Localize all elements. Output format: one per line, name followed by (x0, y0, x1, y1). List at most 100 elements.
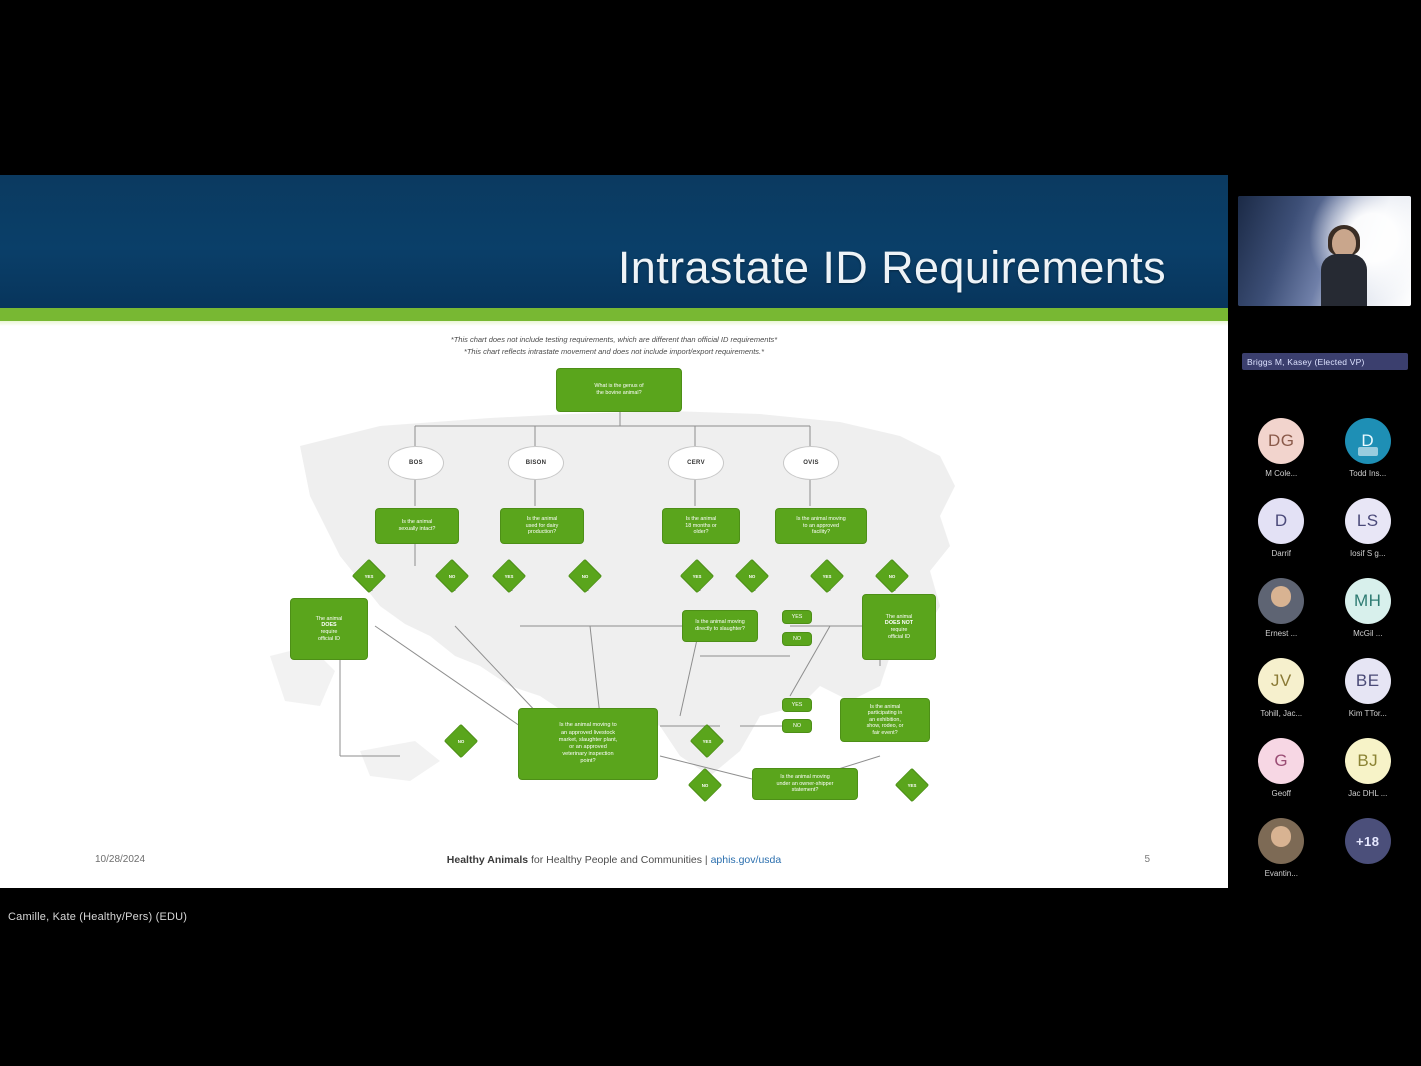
flow-oval-bos: BOS (388, 446, 444, 480)
us-map-background (270, 411, 955, 781)
participant-name: Tohill, Jac... (1260, 709, 1303, 718)
flow-result-does-not-require: The animal DOES NOT require official ID (862, 594, 936, 660)
participant-tile[interactable]: Evantin... (1238, 814, 1325, 894)
accent-stripe (0, 308, 1228, 321)
shared-screen-slide[interactable]: Intrastate ID Requirements *This chart d… (0, 175, 1228, 888)
participant-overflow-count: +18 (1344, 818, 1391, 864)
participant-name: Jac DHL ... (1348, 789, 1388, 798)
participant-initials-avatar: MH (1344, 578, 1391, 624)
result-no-line2: require (890, 627, 908, 633)
footer-separator: | (702, 854, 711, 866)
participant-tile[interactable]: MH McGil ... (1325, 574, 1412, 654)
flow-box-18-months: Is the animal 18 months or older? (662, 508, 740, 544)
flow-diamond-5: YES (679, 558, 715, 594)
slide-disclaimer: *This chart does not include testing req… (0, 334, 1228, 358)
flow-diamond-8: NO (874, 558, 910, 594)
flow-extra-diamond-2: YES (689, 723, 725, 759)
participant-tile[interactable]: DG M Cole... (1238, 414, 1325, 494)
participant-tile[interactable]: Ernest ... (1238, 574, 1325, 654)
participant-initials-avatar: BE (1344, 658, 1391, 704)
flow-oval-ovis: OVIS (783, 446, 839, 480)
presenter-name: Camille, Kate (Healthy/Pers) (EDU) (8, 911, 188, 923)
flow-diamond-2: NO (434, 558, 470, 594)
slide-header-band: Intrastate ID Requirements (0, 175, 1228, 308)
flow-extra-diamond-1: NO (443, 723, 479, 759)
result-yes-line2: require (320, 629, 338, 635)
flow-box-approved-market: Is the animal moving to an approved live… (518, 708, 658, 780)
self-video-tile[interactable] (1238, 196, 1411, 306)
flow-diamond-6-label: NO (748, 573, 756, 579)
person-head (1332, 229, 1357, 257)
flow-extra-diamond-4: YES (894, 767, 930, 803)
participant-tile[interactable]: LS Iosif S g... (1325, 494, 1412, 574)
footer-page-number: 5 (1144, 854, 1150, 865)
flow-diamond-1-label: YES (364, 573, 374, 579)
result-yes-bold: DOES (321, 622, 337, 629)
participant-name: Kim TTor... (1348, 709, 1387, 718)
participant-name: Geoff (1271, 789, 1291, 798)
participant-tile[interactable]: G Geoff (1238, 734, 1325, 814)
self-video-person (1321, 225, 1368, 306)
participant-initials-avatar: BJ (1344, 738, 1391, 784)
flow-oval-bison: BISON (508, 446, 564, 480)
participant-initials-avatar: D (1258, 498, 1305, 544)
slide-body: *This chart does not include testing req… (0, 326, 1228, 888)
flow-diamond-7: YES (809, 558, 845, 594)
presenter-name-bar: Camille, Kate (Healthy/Pers) (EDU) (0, 902, 1228, 932)
participant-tile[interactable]: +18 (1325, 814, 1412, 894)
footer-date: 10/28/2024 (95, 854, 146, 865)
participant-initials-avatar: LS (1344, 498, 1391, 544)
flow-box-approved-facility: Is the animal moving to an approved faci… (775, 508, 867, 544)
flow-diamond-5-label: YES (692, 573, 702, 579)
result-no-line1: The animal (885, 613, 913, 620)
participant-tile[interactable]: D Darrif (1238, 494, 1325, 574)
participant-tile[interactable]: BE Kim TTor... (1325, 654, 1412, 734)
footer-tagline-rest: for Healthy People and Communities (528, 854, 703, 866)
flow-small-node-3: YES (782, 698, 812, 712)
participant-name: Darrif (1271, 549, 1292, 558)
result-no-bold: DOES NOT (884, 620, 914, 627)
flow-extra-diamond-4-label: YES (907, 782, 917, 788)
footer-link[interactable]: aphis.gov/usda (710, 854, 782, 866)
person-body (1321, 254, 1368, 306)
flow-diamond-4: NO (567, 558, 603, 594)
flow-box-exhibition: Is the animal participating in an exhibi… (840, 698, 930, 742)
self-name-text: Briggs M, Kasey (Elected VP) (1247, 356, 1365, 367)
flow-small-node-4: NO (782, 719, 812, 733)
disclaimer-line-2: *This chart reflects intrastate movement… (463, 347, 765, 356)
participant-initials-avatar: DG (1258, 418, 1305, 464)
flow-diamond-7-label: YES (822, 573, 832, 579)
page-title: Intrastate ID Requirements (617, 242, 1166, 293)
participant-tile[interactable]: BJ Jac DHL ... (1325, 734, 1412, 814)
flow-small-node-2: NO (782, 632, 812, 646)
participant-initials-avatar: JV (1258, 658, 1305, 704)
flow-diamond-3-label: YES (504, 573, 514, 579)
participant-name: M Cole... (1265, 469, 1298, 478)
participant-photo-avatar (1258, 818, 1305, 864)
flow-box-direct-slaughter: Is the animal moving directly to slaught… (682, 610, 758, 642)
footer-tagline-bold: Healthy Animals (446, 854, 529, 866)
self-name-label: Briggs M, Kasey (Elected VP) (1242, 353, 1408, 370)
flow-oval-cerv: CERV (668, 446, 724, 480)
slide-footer: 10/28/2024 Healthy Animals for Healthy P… (0, 842, 1228, 888)
flow-root-question: What is the genus of the bovine animal? (556, 368, 682, 412)
flow-diamond-3: YES (491, 558, 527, 594)
participant-initials-avatar: G (1258, 738, 1305, 784)
accent-stripe-fade (0, 321, 1228, 326)
flow-extra-diamond-2-label: YES (702, 738, 712, 744)
participant-photo-avatar (1258, 578, 1305, 624)
participant-name: Ernest ... (1265, 629, 1298, 638)
flow-box-sexually-intact: Is the animal sexually intact? (375, 508, 459, 544)
flow-diamond-4-label: NO (581, 573, 589, 579)
flow-small-node-1: YES (782, 610, 812, 624)
result-no-line3: official ID (887, 633, 911, 640)
participant-tile[interactable]: JV Tohill, Jac... (1238, 654, 1325, 734)
participant-name: McGil ... (1353, 629, 1383, 638)
footer-tagline: Healthy Animals for Healthy People and C… (0, 854, 1228, 866)
participant-name: Iosif S g... (1349, 549, 1386, 558)
disclaimer-line-1: *This chart does not include testing req… (450, 335, 778, 344)
result-yes-line3: official ID (317, 635, 341, 642)
